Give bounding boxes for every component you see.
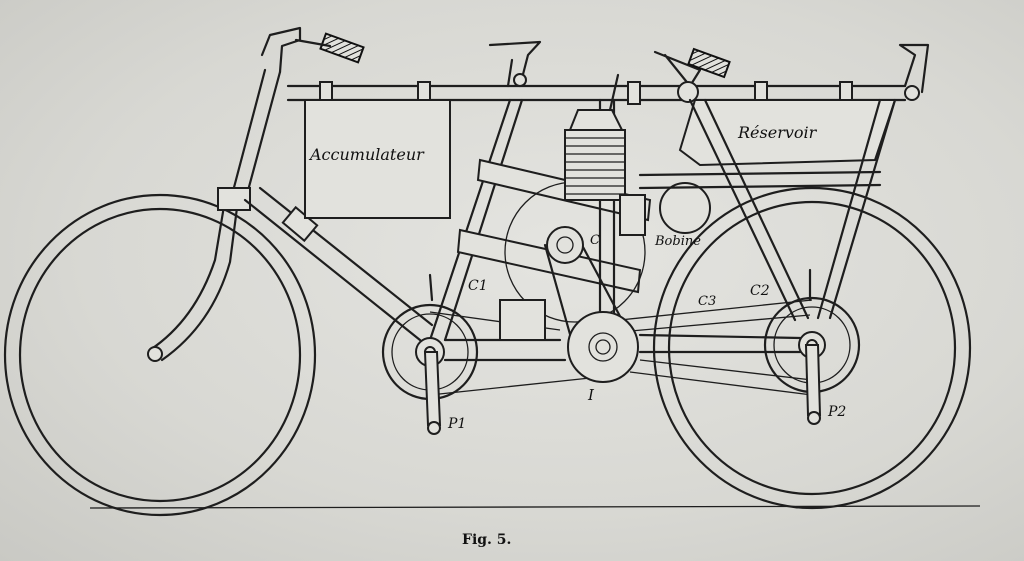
rear-stays [688,98,897,322]
label-p2: P2 [827,404,846,420]
label-c1: C1 [468,278,488,294]
label-c2: C2 [750,283,770,299]
label-c3: C3 [698,294,716,309]
label-p1: P1 [447,416,466,432]
front-handlebar-grip [319,32,365,64]
rear-wheel [652,186,972,510]
chain-lines [429,299,813,396]
ground-line [89,505,981,509]
label-pulley-i: I [587,386,595,404]
head-tube [230,68,282,200]
front-crank [423,351,442,426]
coil [659,182,711,234]
reservoir-label: Réservoir [737,123,818,142]
front-wheel [3,193,317,517]
down-tube [243,186,434,342]
front-fork [148,198,240,362]
center-pulley [567,311,639,383]
accumulator-label: Accumulateur [308,145,425,164]
accumulator-box [304,99,451,219]
top-tube [286,84,907,102]
coil-label: Bobine [654,234,701,249]
label-c: C [590,233,600,248]
rear-crank [804,344,822,416]
engine-cylinder [564,73,626,201]
figure-caption: Fig. 5. [462,532,511,548]
reservoir-tank [678,99,897,167]
